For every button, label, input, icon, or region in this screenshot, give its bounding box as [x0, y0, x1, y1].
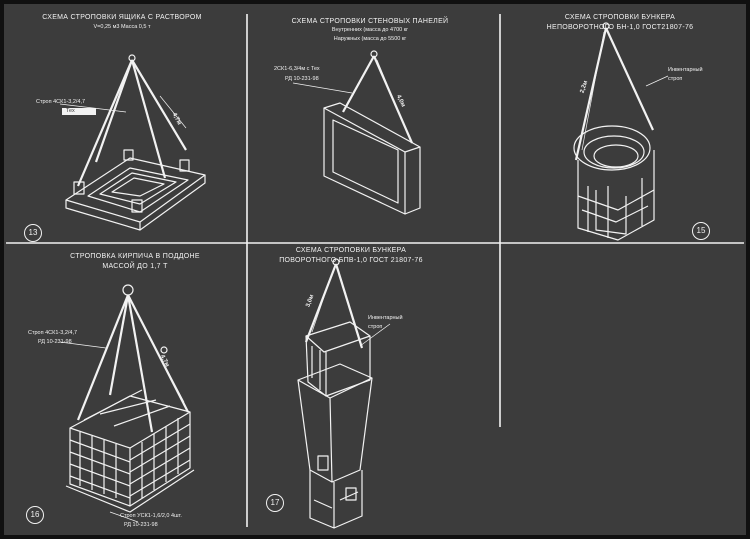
panel-14-sling-label: 2СК1-6,3/4м с Тех — [274, 66, 320, 72]
sheet-background — [4, 4, 746, 535]
panel-17-sling-label: Инвентарный — [368, 315, 403, 321]
panel-13-subtitle: V=0,25 м3 Масса 0,5 т — [93, 24, 151, 30]
panel-13-number: 13 — [24, 224, 42, 242]
panel-16-number: 16 — [26, 506, 44, 524]
panel-14-subtitle-1: Внутренних (масса до 4700 кг — [331, 27, 409, 33]
panel-14-title: СХЕМА СТРОПОВКИ СТЕНОВЫХ ПАНЕЛЕЙ — [291, 18, 449, 25]
panel-16-bottom-standard-label: РД 10-231-98 — [124, 522, 158, 528]
panel-16-title: СТРОПОВКА КИРПИЧА В ПОДДОНЕ — [70, 253, 200, 260]
panel-14-subtitle-2: Наружных (масса до 5500 кг — [333, 36, 407, 42]
panel-13-tag-label: Тех — [66, 108, 75, 114]
panel-16-subtitle: МАССОЙ ДО 1,7 Т — [102, 263, 168, 270]
panel-17-title: СХЕМА СТРОПОВКИ БУНКЕРА — [295, 247, 407, 254]
panel-13-title: СХЕМА СТРОПОВКИ ЯЩИКА С РАСТВОРОМ — [42, 14, 202, 21]
panel-15-subtitle: НЕПОВОРОТНОГО БН-1,0 ГОСТ21807-76 — [546, 24, 694, 31]
panel-15-title: СХЕМА СТРОПОВКИ БУНКЕРА — [564, 14, 676, 21]
panel-13-sling-label: Строп 4СК1-3,2/4,7 — [36, 99, 86, 105]
panel-16-drawing — [59, 284, 195, 523]
panel-17-number: 17 — [266, 494, 284, 512]
panel-13-drawing — [59, 54, 206, 231]
panel-15-number: 15 — [692, 222, 710, 240]
panel-17-sling-label-2: строп — [368, 324, 383, 330]
panel-17-drawing — [297, 258, 391, 529]
panel-17-subtitle: ПОВОРОТНОГО БПВ-1,0 ГОСТ 21807-76 — [279, 257, 423, 264]
panel-15-sling-label-2: строп — [668, 76, 683, 82]
panel-16-standard-label: РД 10-231-98 — [38, 339, 72, 345]
panel-16-bottom-sling-label: Строп УСК1-1,6/2,0 4шт. — [120, 513, 182, 519]
panel-16-sling-label: Строп 4СК1-3,2/4,7 — [28, 330, 78, 336]
panel-14-drawing — [292, 50, 421, 215]
panel-15-sling-label: Инвентарный — [668, 67, 703, 73]
panel-15-drawing — [573, 22, 669, 241]
panel-14-standard-label: РД 10-231-98 — [285, 76, 319, 82]
